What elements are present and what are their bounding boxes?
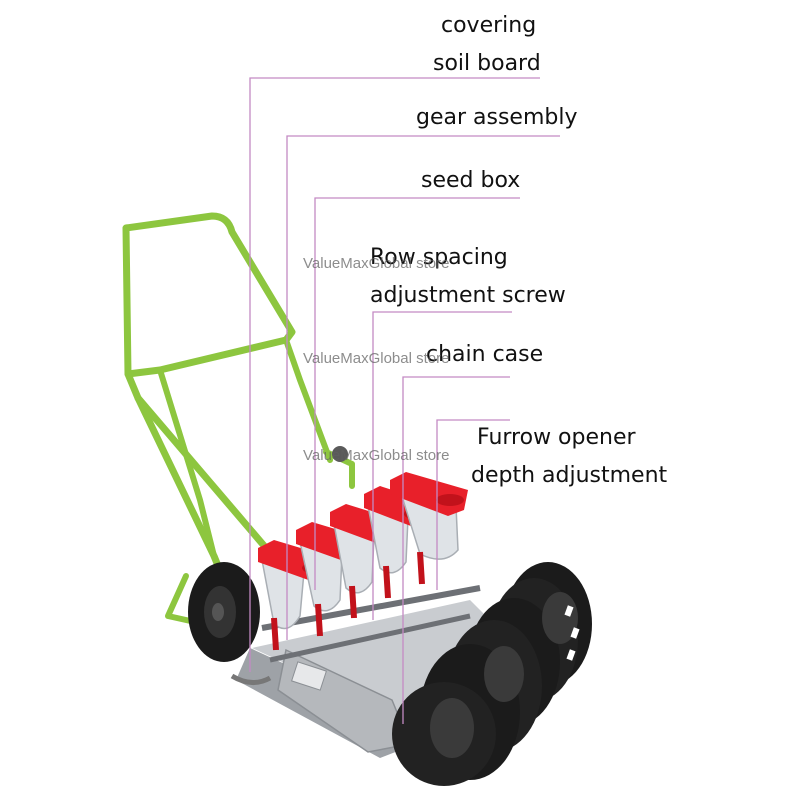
watermark-1: ValueMaxGlobal store	[303, 255, 450, 272]
label-seed-box: seed box	[421, 168, 521, 193]
watermark-2: ValueMaxGlobal store	[303, 350, 450, 367]
label-furrow-opener-line1: Furrow opener	[477, 425, 636, 450]
leader-line-covering-soil-board	[249, 77, 540, 672]
label-covering-line1: covering	[441, 13, 537, 38]
planter-frame	[122, 212, 355, 627]
label-row-spacing-line1: Row spacing	[370, 245, 508, 270]
watermark-3: ValueMaxGlobal store	[303, 447, 450, 464]
chassis	[236, 585, 488, 758]
label-adjustment-screw-line2: adjustment screw	[370, 283, 566, 308]
front-wheels	[392, 562, 592, 786]
leader-lines	[249, 77, 560, 724]
covering-soil-board-part	[230, 673, 272, 685]
frame-pivot	[332, 446, 348, 462]
leader-line-gear-assembly	[286, 135, 560, 640]
rear-wheel	[188, 562, 260, 662]
label-chain-case: chain case	[426, 342, 544, 367]
leader-line-furrow-opener-depth	[436, 419, 510, 590]
leader-line-seed-box	[314, 197, 520, 590]
label-gear-assembly: gear assembly	[416, 105, 578, 130]
label-soil-board-line2: soil board	[433, 51, 541, 76]
hopper-5	[390, 472, 468, 585]
label-depth-adjustment-line2: depth adjustment	[471, 463, 668, 488]
seed-hoppers	[258, 472, 468, 651]
leader-line-chain-case	[402, 376, 510, 724]
leader-line-row-spacing-screw	[372, 311, 512, 620]
